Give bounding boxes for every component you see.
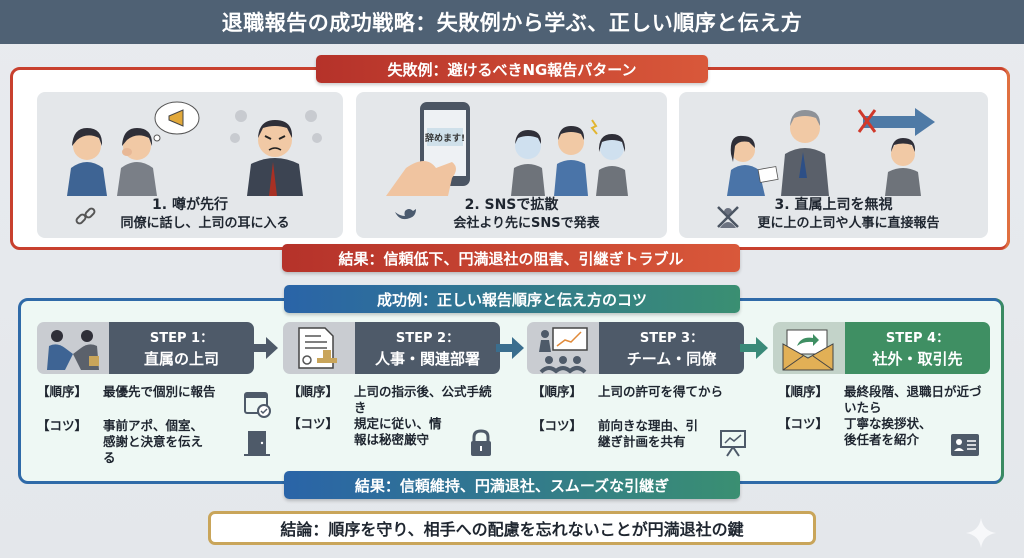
step-number: STEP 4： — [885, 331, 950, 346]
step-number: STEP 1： — [149, 331, 214, 346]
step-1-card: STEP 1： 直属の上司 — [37, 322, 254, 374]
calendar-check-icon — [244, 392, 271, 418]
shocked-coworker-1 — [511, 130, 545, 196]
order-text: 上司の許可を得てから — [598, 384, 724, 399]
megaphone-thought-bubble — [153, 101, 200, 142]
order-label: 【順序】 — [532, 384, 583, 399]
id-card-icon — [951, 434, 979, 456]
conclusion-box: 結論：順序を守り、相手への配慮を忘れないことが円満退社の鍵 — [208, 511, 816, 545]
step-title: 直属の上司 — [143, 350, 219, 368]
step-1-details: 【順序】最優先で個別に報告 【コツ】事前アポ、個室、感謝と決意を伝える — [37, 384, 267, 466]
step-arrow-icon — [250, 337, 278, 359]
failure-card-title: 3. 直属上司を無視 — [774, 197, 893, 213]
sparkle-icon — [966, 518, 996, 548]
chart-board-icon — [720, 430, 746, 457]
step-3-details: 【順序】上司の許可を得てから 【コツ】前向きな理由、引継ぎ計画を共有 — [532, 384, 762, 450]
order-label: 【順序】 — [288, 384, 339, 399]
header-bar: 退職報告の成功戦略：失敗例から学ぶ、正しい順序と伝え方 — [0, 0, 1024, 44]
tip-label: 【コツ】 — [288, 416, 339, 431]
step-number: STEP 2： — [395, 331, 460, 346]
order-text: 最終段階、退職日が近づいたら — [844, 384, 982, 415]
tip-label: 【コツ】 — [778, 416, 829, 431]
page-title: 退職報告の成功戦略：失敗例から学ぶ、正しい順序と伝え方 — [221, 11, 803, 35]
tip-label: 【コツ】 — [532, 418, 583, 433]
phone-post-text: 辞めます! — [425, 132, 465, 144]
failure-card-title: 1. 噂が先行 — [152, 197, 228, 213]
envelope-forward-icon — [782, 329, 834, 371]
employee-woman — [727, 135, 779, 196]
failure-card-sns: 辞めます! 2. SNSで拡散 会社より先にSNSで発表 — [356, 92, 667, 238]
failure-card-rumor: 1. 噂が先行 同僚に話し、上司の耳に入る — [37, 92, 343, 238]
failure-card-title: 2. SNSで拡散 — [464, 197, 559, 213]
coworker-woman-2 — [117, 128, 157, 196]
failure-result-banner: 結果：信頼低下、円満退社の阻害、引継ぎトラブル — [282, 244, 740, 272]
failure-card-desc: 会社より先にSNSで発表 — [453, 216, 600, 231]
senior-manager — [781, 110, 829, 196]
lock-icon — [471, 429, 491, 456]
failure-card-desc: 更に上の上司や人事に直接報告 — [757, 216, 940, 231]
document-stamp-icon — [298, 327, 337, 369]
step-4-card: STEP 4： 社外・取引先 — [773, 322, 990, 374]
step-number: STEP 3： — [639, 331, 704, 346]
phone-post-shocked-coworkers-illustration: 辞めます! — [386, 102, 628, 196]
coworker-woman-1 — [67, 128, 107, 196]
door-icon — [244, 431, 270, 456]
order-text: 上司の指示後、公式手続き — [354, 384, 492, 415]
tip-text: 前向きな理由、引継ぎ計画を共有 — [598, 418, 699, 449]
presentation-team-icon — [539, 327, 588, 374]
step-arrow-icon — [740, 337, 768, 359]
bird-icon — [395, 209, 416, 220]
tip-text: 事前アポ、個室、感謝と決意を伝える — [103, 418, 204, 465]
step-2-details: 【順序】上司の指示後、公式手続き 【コツ】規定に従い、情報は秘密厳守 — [288, 384, 518, 448]
order-label: 【順序】 — [37, 384, 88, 399]
handshake-icon — [47, 330, 99, 370]
success-banner: 成功例：正しい報告順序と伝え方のコツ — [284, 285, 740, 313]
bypassing-direct-manager-illustration — [727, 108, 935, 196]
step-2-card: STEP 2： 人事・関連部署 — [283, 322, 500, 374]
shocked-coworker-2 — [554, 119, 598, 196]
step-title: 人事・関連部署 — [374, 350, 480, 368]
tip-label: 【コツ】 — [37, 418, 88, 433]
success-result-banner: 結果：信頼維持、円満退社、スムーズな引継ぎ — [284, 471, 740, 499]
order-label: 【順序】 — [778, 384, 829, 399]
shocked-coworker-3 — [596, 134, 628, 196]
failure-banner: 失敗例：避けるべきNG報告パターン — [316, 55, 708, 83]
failure-card-bypass: 3. 直属上司を無視 更に上の上司や人事に直接報告 — [679, 92, 988, 238]
bypass-arrow — [857, 108, 935, 136]
step-arrow-icon — [496, 337, 524, 359]
angry-boss — [230, 110, 322, 196]
tip-text: 丁寧な挨拶状、後任者を紹介 — [844, 416, 932, 447]
step-4-details: 【順序】最終段階、退職日が近づいたら 【コツ】丁寧な挨拶状、後任者を紹介 — [778, 384, 1008, 448]
gossiping-coworkers-angry-boss-illustration — [67, 101, 322, 196]
crossed-person-icon — [717, 206, 739, 228]
failure-card-desc: 同僚に話し、上司の耳に入る — [120, 216, 290, 231]
order-text: 最優先で個別に報告 — [103, 384, 216, 399]
step-title: 社外・取引先 — [872, 350, 963, 368]
step-title: チーム・同僚 — [626, 350, 717, 368]
step-3-card: STEP 3： チーム・同僚 — [527, 322, 744, 374]
tip-text: 規定に従い、情報は秘密厳守 — [354, 416, 442, 447]
broken-link-icon — [75, 207, 96, 225]
ignored-direct-manager — [885, 138, 921, 196]
